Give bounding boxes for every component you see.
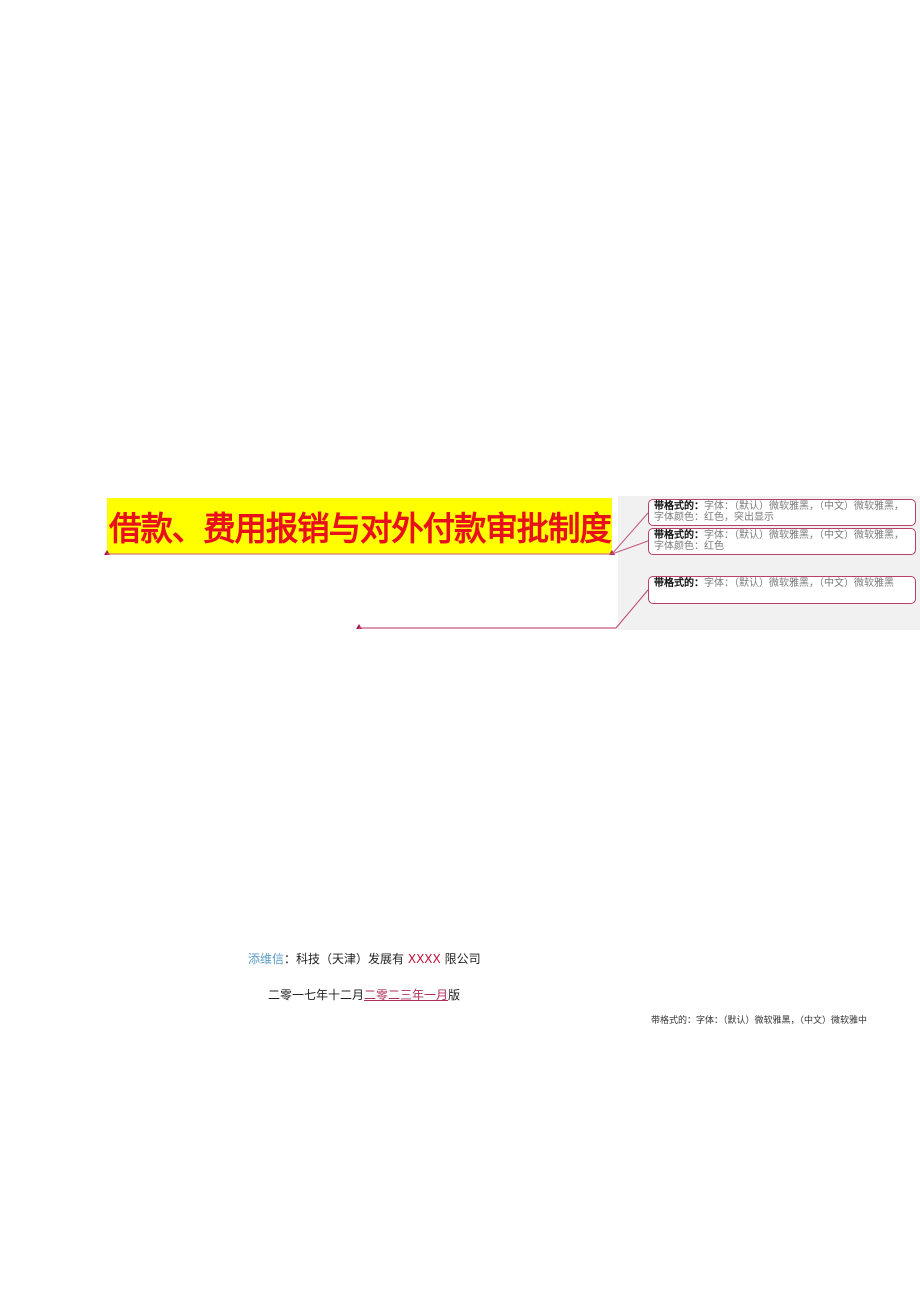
revision-anchor-icon bbox=[104, 550, 110, 555]
balloon-text: 字体：（默认）微软雅黑，（中文）微软雅黑，字体颜色：红色 bbox=[654, 530, 904, 552]
document-title: 借款、费用报销与对外付款审批制度 bbox=[108, 509, 612, 548]
balloon-text: 字体：（默认）微软雅黑，（中文）微软雅黑 bbox=[704, 578, 894, 589]
balloon-label: 带格式的： bbox=[654, 578, 704, 589]
edition-suffix: 版 bbox=[448, 988, 461, 1002]
company-text: 限公司 bbox=[444, 952, 481, 966]
original-date: 二零一七年十二月 bbox=[268, 988, 365, 1002]
balloon-text: 字体：（默认）微软雅黑，（中文）微软雅黑，字体颜色：红色，突出显示 bbox=[654, 501, 904, 523]
inserted-date: 二零二三年一月 bbox=[364, 988, 449, 1002]
format-balloon[interactable]: 带格式的：字体：（默认）微软雅黑，（中文）微软雅黑 bbox=[648, 576, 916, 604]
format-balloon[interactable]: 带格式的：字体：（默认）微软雅黑，（中文）微软雅黑，字体颜色：红色 bbox=[648, 528, 916, 555]
revision-anchor-icon bbox=[356, 624, 362, 629]
inserted-text: XXXX bbox=[407, 952, 441, 966]
inserted-text: 添维信 bbox=[248, 952, 285, 966]
document-title-highlight: 借款、费用报销与对外付款审批制度 bbox=[107, 498, 612, 554]
format-balloon[interactable]: 带格式的：字体：（默认）微软雅黑，（中文）微软雅黑，字体颜色：红色，突出显示 bbox=[648, 499, 916, 526]
edition-date-line: 二零一七年十二月二零二三年一月版 bbox=[268, 986, 460, 1003]
revision-anchor-icon bbox=[609, 550, 615, 555]
balloon-label: 带格式的： bbox=[654, 530, 704, 541]
company-name-line: 添维信：科技（天津）发展有 XXXX 限公司 bbox=[248, 950, 481, 967]
inline-format-note: 带格式的：字体：（默认）微软雅黑，（中文）微软雅中 bbox=[651, 1016, 868, 1026]
company-text: ：科技（天津）发展有 bbox=[284, 952, 405, 966]
balloon-label: 带格式的： bbox=[654, 501, 704, 512]
